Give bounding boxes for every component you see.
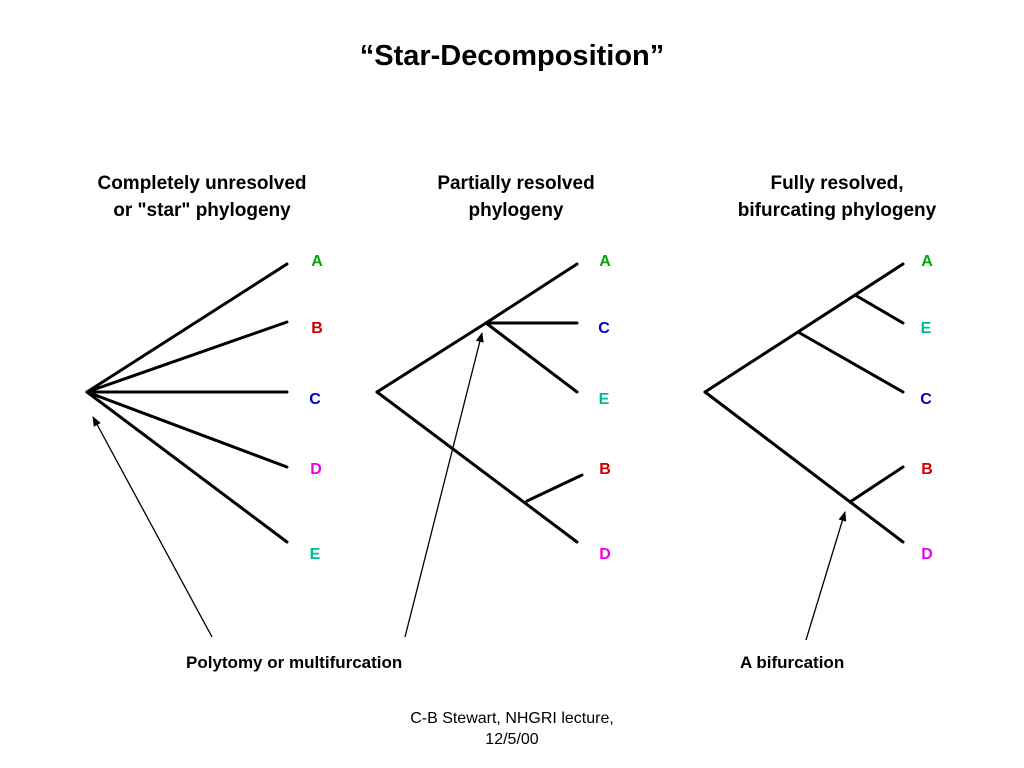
bifurcating-branch-root-upper [703,262,905,394]
bifurcation-arrow [805,511,847,641]
slide-title: “Star-Decomposition” [359,40,665,72]
bifurcating-tree-leaves: A E C B D [920,253,933,563]
bifurcating-branch-e [853,293,905,325]
panel-3-heading-line-1: Fully resolved, [770,173,904,194]
bifurcating-leaf-d: D [921,546,933,563]
bifurcating-leaf-e: E [921,320,932,337]
bifurcation-caption: A bifurcation [740,653,845,672]
bifurcating-tree [703,262,905,544]
panel-2-heading-line-1: Partially resolved [437,173,595,194]
partial-leaf-c: C [598,320,610,337]
star-branch-a [85,262,289,394]
star-branch-d [85,390,289,469]
partial-leaf-e: E [599,391,610,408]
panel-1-heading: Completely unresolved or "star" phylogen… [62,170,342,224]
annotation-arrows [92,332,847,641]
partial-branch-a [484,262,579,325]
panel-2-heading-line-2: phylogeny [468,200,564,221]
bifurcating-branch-root-lower [703,390,905,544]
panel-3-heading: Fully resolved, bifurcating phylogeny [687,170,987,224]
star-tree-leaves: A B C D E [309,253,323,563]
star-leaf-c: C [309,391,321,408]
partial-tree [375,262,584,544]
panel-3-heading-line-2: bifurcating phylogeny [737,200,937,221]
star-branch-e [85,390,289,544]
partial-branch-e [484,321,579,394]
partial-leaf-a: A [599,253,611,270]
star-tree [85,262,289,544]
polytomy-arrow-partial [404,332,484,638]
partial-tree-leaves: A C E B D [598,253,611,563]
star-leaf-b: B [311,320,323,337]
partial-branch-b [525,473,584,503]
bifurcating-leaf-c: C [920,391,932,408]
star-leaf-d: D [310,461,322,478]
polytomy-arrow-star [92,416,213,638]
bifurcating-leaf-a: A [921,253,933,270]
partial-leaf-d: D [599,546,611,563]
panel-2-heading: Partially resolved phylogeny [376,170,656,224]
bifurcating-branch-b [848,465,905,504]
panel-1-heading-line-2: or "star" phylogeny [113,200,291,221]
star-leaf-a: A [311,253,323,270]
panel-1-heading-line-1: Completely unresolved [97,173,307,194]
footer-line-2: 12/5/00 [485,731,539,748]
footer-credit: C-B Stewart, NHGRI lecture, 12/5/00 [362,708,662,750]
star-branch-b [85,320,289,394]
bifurcating-leaf-b: B [921,461,933,478]
footer-line-1: C-B Stewart, NHGRI lecture, [410,710,614,727]
partial-leaf-b: B [599,461,611,478]
star-leaf-e: E [310,546,321,563]
bifurcating-branch-c [796,330,905,394]
partial-branch-root-lower [375,390,579,544]
partial-branch-root-upper [375,321,488,394]
polytomy-caption: Polytomy or multifurcation [186,653,403,672]
